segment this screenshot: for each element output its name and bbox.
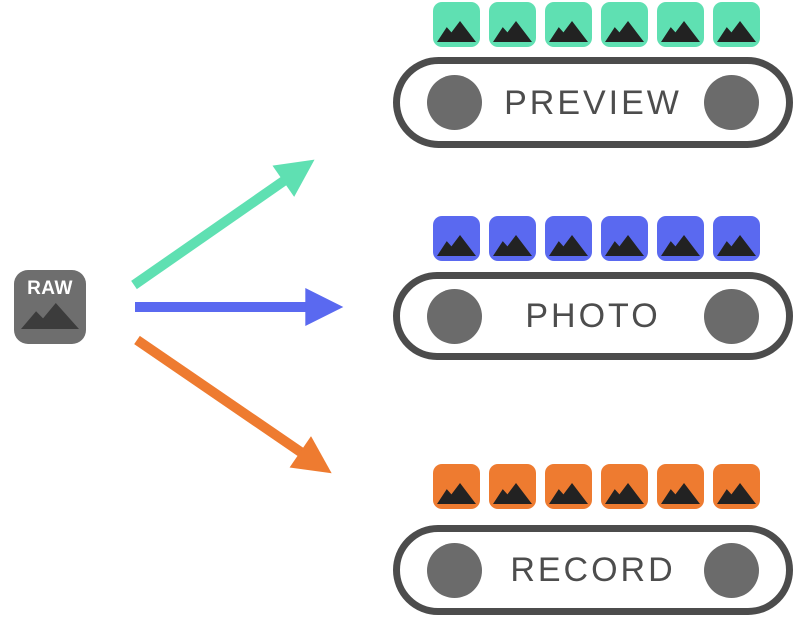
image-mountain-icon [437, 483, 476, 504]
roller-right [704, 542, 759, 598]
preview-frame-icon [489, 2, 536, 47]
photo-label: PHOTO [525, 297, 661, 335]
preview-frames-row [433, 2, 760, 47]
record-conveyor: RECORD [393, 525, 793, 615]
preview-frame-icon [713, 2, 760, 47]
image-mountain-icon [437, 235, 476, 256]
record-frame-icon [433, 464, 480, 509]
preview-label: PREVIEW [504, 83, 682, 122]
roller-left [427, 75, 482, 130]
image-mountain-icon [549, 483, 588, 504]
record-frame-icon [657, 464, 704, 509]
photo-frame-icon [657, 216, 704, 261]
raw-source-node: RAW [14, 270, 86, 344]
record-frame-icon [545, 464, 592, 509]
photo-frames-row [433, 216, 760, 261]
record-label: RECORD [510, 551, 676, 589]
image-mountain-icon [493, 21, 532, 42]
image-mountain-icon [717, 235, 756, 256]
record-frame-icon [489, 464, 536, 509]
image-mountain-icon [549, 235, 588, 256]
photo-frame-icon [489, 216, 536, 261]
image-mountain-icon [605, 21, 644, 42]
roller-right [704, 288, 759, 344]
record-frame-icon [601, 464, 648, 509]
image-mountain-icon [21, 303, 79, 329]
image-mountain-icon [661, 21, 700, 42]
image-mountain-icon [437, 21, 476, 42]
image-mountain-icon [493, 235, 532, 256]
image-mountain-icon [717, 21, 756, 42]
photo-frame-icon [545, 216, 592, 261]
record-frames-row [433, 464, 760, 509]
photo-frame-icon [433, 216, 480, 261]
record-frame-icon [713, 464, 760, 509]
image-mountain-icon [717, 483, 756, 504]
image-mountain-icon [493, 483, 532, 504]
image-mountain-icon [661, 483, 700, 504]
arrow-raw-to-preview [131, 159, 315, 290]
preview-frame-icon [545, 2, 592, 47]
preview-frame-icon [657, 2, 704, 47]
image-mountain-icon [605, 483, 644, 504]
roller-right [704, 75, 759, 130]
roller-left [427, 288, 482, 344]
preview-conveyor: PREVIEW [393, 57, 793, 148]
image-mountain-icon [549, 21, 588, 42]
raw-label: RAW [27, 278, 73, 299]
preview-frame-icon [601, 2, 648, 47]
preview-frame-icon [433, 2, 480, 47]
photo-frame-icon [713, 216, 760, 261]
image-mountain-icon [661, 235, 700, 256]
arrow-raw-to-record [134, 335, 332, 474]
photo-frame-icon [601, 216, 648, 261]
image-mountain-icon [605, 235, 644, 256]
roller-left [427, 542, 482, 598]
photo-conveyor: PHOTO [393, 272, 793, 360]
